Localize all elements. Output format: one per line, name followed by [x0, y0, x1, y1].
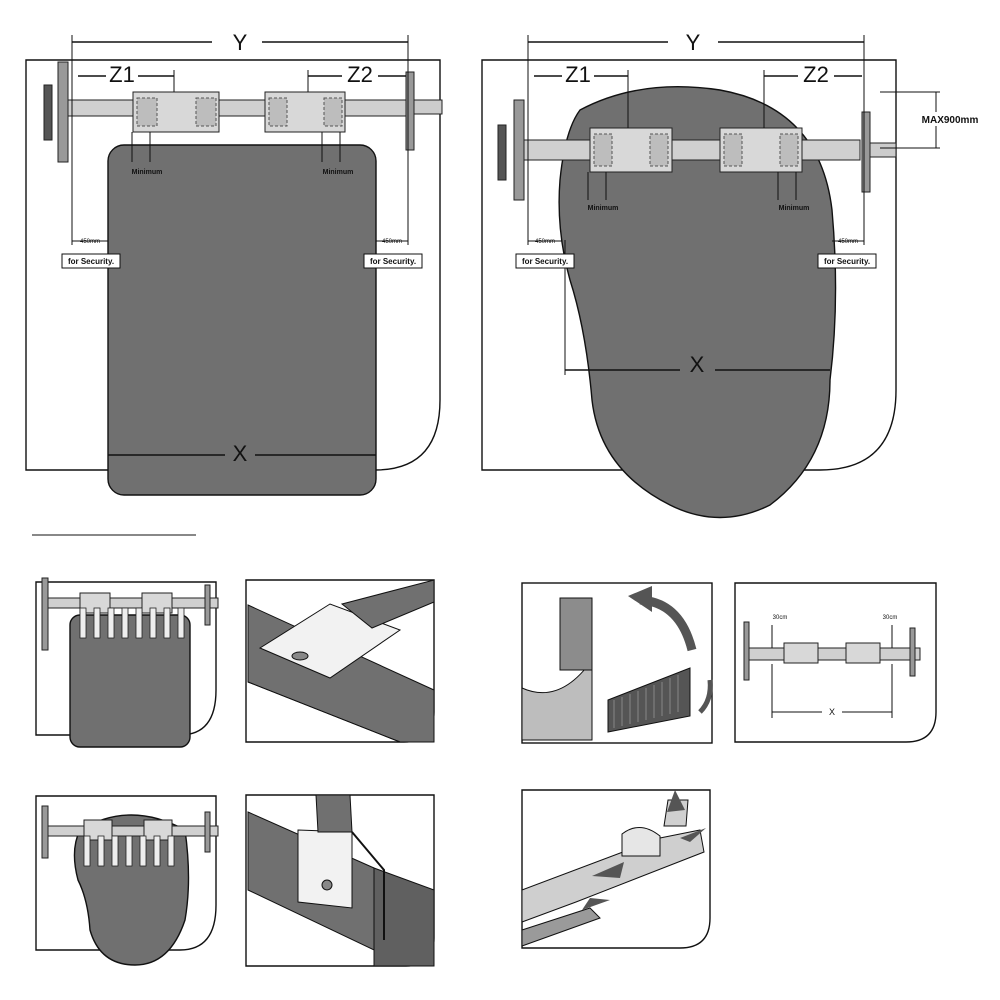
thumbnail-velcro-strap: [521, 582, 713, 744]
freeform-pool-diagram: X Y Z1 Z2 MAX900mm M: [481, 30, 986, 519]
security-distance-left: 450mm: [80, 239, 100, 245]
dimension-x-label: X: [233, 441, 248, 466]
security-note-right: for Security.: [824, 257, 870, 266]
security-distance-left: 450mm: [535, 239, 555, 245]
arrow-up-icon: [667, 790, 685, 812]
thumbnail-freeform-pool-straps: [35, 795, 219, 966]
security-distance-right: 450mm: [838, 239, 858, 245]
thumbnail-rect-pool-straps: [35, 577, 219, 748]
thumbnail-bar-spacing: 30cm 30cm X: [734, 582, 937, 743]
security-note-left: for Security.: [522, 257, 568, 266]
crank-stand-left: [513, 99, 525, 201]
arrow-left-icon: [582, 898, 610, 910]
dimension-y-label: Y: [686, 30, 701, 55]
thumbnail-strap-clip-flat: [245, 579, 435, 743]
max-distance-label: MAX900mm: [922, 115, 979, 126]
minimum-label-left: Minimum: [132, 169, 163, 176]
dimension-z2-label: Z2: [803, 62, 829, 87]
minimum-label-right: Minimum: [779, 205, 810, 212]
roller-bar: [61, 99, 413, 117]
dimension-x-label: X: [829, 707, 835, 717]
security-distance-right: 450mm: [382, 239, 402, 245]
minimum-label-right: Minimum: [323, 169, 354, 176]
dimension-z2-label: Z2: [347, 62, 373, 87]
minimum-label-left: Minimum: [588, 205, 619, 212]
end-stand-right: [861, 111, 871, 193]
roller-bar: [747, 647, 921, 661]
thumbnail-strap-clip-edge: [245, 794, 435, 967]
roller-bar: [514, 139, 861, 161]
spacing-label-left: 30cm: [773, 615, 788, 621]
end-stand-right: [405, 71, 415, 151]
crank-handle-icon: [497, 124, 507, 181]
buckle-icon: [621, 827, 661, 857]
spacing-label-right: 30cm: [883, 615, 898, 621]
pool-cover: [107, 144, 377, 496]
crank-handle-icon: [43, 84, 53, 141]
dimension-x-label: X: [690, 352, 705, 377]
rectangular-pool-diagram: Y Z1 Z2 Minimum Minimum 450mm for Securi…: [25, 30, 443, 496]
thumbnail-strap-buckle: [521, 789, 711, 949]
arrow-right-icon: [592, 862, 624, 878]
dimension-z1-label: Z1: [565, 62, 591, 87]
security-note-left: for Security.: [68, 257, 114, 266]
crank-stand-left: [57, 61, 69, 163]
dimension-y-label: Y: [233, 30, 248, 55]
security-note-right: for Security.: [370, 257, 416, 266]
dimension-z1-label: Z1: [109, 62, 135, 87]
